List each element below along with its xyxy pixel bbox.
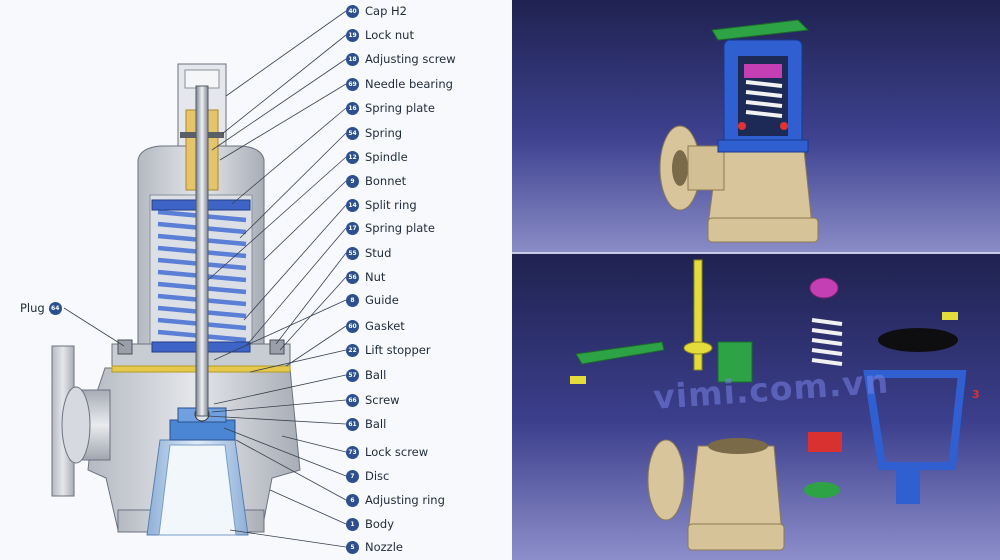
callout-number-badge: 12 xyxy=(346,150,359,164)
callout-label: Needle bearing xyxy=(365,77,453,91)
callout-item: 16 Spring plate xyxy=(346,100,435,116)
callout-label: Plug xyxy=(20,301,45,315)
callout-item: 61 Ball xyxy=(346,416,386,432)
callout-item: 73 Lock screw xyxy=(346,444,428,460)
callout-item: 18 Adjusting screw xyxy=(346,51,456,67)
leader-lines xyxy=(63,10,347,548)
callout-number-badge: 55 xyxy=(346,246,359,260)
callout-item: 5 Nozzle xyxy=(346,539,403,555)
callout-item: 17 Spring plate xyxy=(346,220,435,236)
exploded-valve-render xyxy=(570,259,967,551)
callout-label: Split ring xyxy=(365,198,417,212)
callout-label: Guide xyxy=(365,293,399,307)
callout-label: Cap H2 xyxy=(365,4,407,18)
callout-number-badge: 14 xyxy=(346,198,359,212)
callout-item: 55 Stud xyxy=(346,245,391,261)
callout-item: 8 Guide xyxy=(346,292,399,308)
panel-divider xyxy=(512,252,1000,254)
callout-plug: Plug 64 xyxy=(20,301,62,315)
callout-item: 12 Spindle xyxy=(346,149,408,165)
callout-item: 6 Adjusting ring xyxy=(346,492,445,508)
assembled-valve-render xyxy=(659,19,819,243)
callout-item: 69 Needle bearing xyxy=(346,76,453,92)
callout-item: 22 Lift stopper xyxy=(346,342,431,358)
callout-item: 14 Split ring xyxy=(346,197,417,213)
callout-label: Lock nut xyxy=(365,28,414,42)
callout-number-badge: 16 xyxy=(346,101,359,115)
callout-number-badge: 18 xyxy=(346,52,359,66)
callout-label: Spindle xyxy=(365,150,408,164)
callout-item: 7 Disc xyxy=(346,468,389,484)
callout-label: Bonnet xyxy=(365,174,407,188)
callout-number-badge: 66 xyxy=(346,393,359,407)
studs-and-nuts xyxy=(117,339,285,355)
callout-number-badge: 69 xyxy=(346,77,359,91)
callout-number-badge: 9 xyxy=(346,174,359,188)
valve-cross-section-diagram xyxy=(51,10,347,548)
callout-item: 40 Cap H2 xyxy=(346,3,407,19)
assembled-3d-view xyxy=(512,0,1000,252)
callout-number-badge: 57 xyxy=(346,368,359,382)
callout-label: Lift stopper xyxy=(365,343,431,357)
callout-number-badge: 7 xyxy=(346,469,359,483)
callout-label: Ball xyxy=(365,368,387,382)
callout-number-badge: 1 xyxy=(346,517,359,531)
callout-item: 60 Gasket xyxy=(346,318,405,334)
callout-item: 66 Screw xyxy=(346,392,400,408)
callout-number-badge: 19 xyxy=(346,28,359,42)
callout-label: Lock screw xyxy=(365,445,429,459)
callout-number-badge: 61 xyxy=(346,417,359,431)
part-number-mark: 3 xyxy=(972,388,980,401)
callout-number-badge: 17 xyxy=(346,221,359,235)
callout-number-badge: 60 xyxy=(346,319,359,333)
callout-label: Nozzle xyxy=(365,540,403,554)
callout-label: Screw xyxy=(365,393,400,407)
callout-label: Adjusting ring xyxy=(365,493,445,507)
exploded-3d-view xyxy=(512,254,1000,560)
callout-number-badge: 22 xyxy=(346,343,359,357)
callout-label: Disc xyxy=(365,469,390,483)
callout-number-badge: 73 xyxy=(346,445,359,459)
callout-item: 19 Lock nut xyxy=(346,27,414,43)
callout-label: Stud xyxy=(365,246,392,260)
callout-item: 9 Bonnet xyxy=(346,173,406,189)
callout-number-badge: 56 xyxy=(346,270,359,284)
callout-item: 57 Ball xyxy=(346,367,386,383)
callout-number-badge: 8 xyxy=(346,293,359,307)
callout-item: 56 Nut xyxy=(346,269,385,285)
callout-label: Spring plate xyxy=(365,221,435,235)
callout-label: Spring xyxy=(365,126,403,140)
callout-number-badge: 54 xyxy=(346,126,359,140)
callout-label: Body xyxy=(365,517,395,531)
callout-label: Ball xyxy=(365,417,387,431)
callout-label: Adjusting screw xyxy=(365,52,456,66)
spindle xyxy=(195,85,209,417)
callout-number-badge: 6 xyxy=(346,493,359,507)
callout-label: Spring plate xyxy=(365,101,435,115)
callout-label: Nut xyxy=(365,270,386,284)
callout-number-badge: 64 xyxy=(48,301,62,315)
nozzle xyxy=(146,439,249,536)
callout-item: 54 Spring xyxy=(346,125,402,141)
callout-number-badge: 5 xyxy=(346,540,359,554)
callout-number-badge: 40 xyxy=(346,4,359,18)
callout-item: 1 Body xyxy=(346,516,394,532)
callout-label: Gasket xyxy=(365,319,405,333)
